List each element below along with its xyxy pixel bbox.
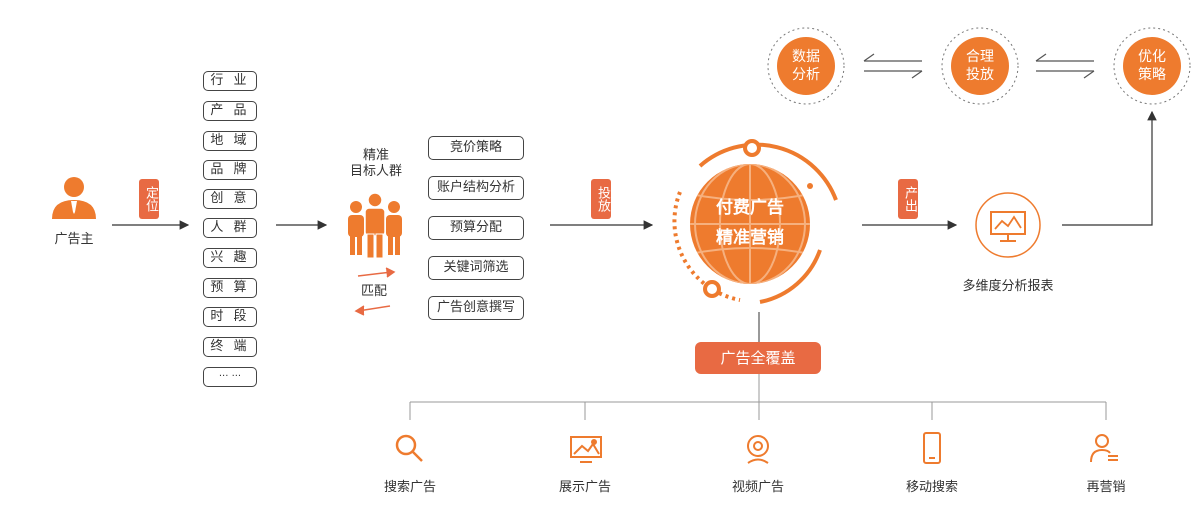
tag-region: 地 域 <box>203 131 257 151</box>
cycle-ring-3 <box>1113 27 1191 105</box>
cycle-node-2-line1: 合理 <box>966 49 994 65</box>
globe-title-line2: 精准营销 <box>716 228 784 248</box>
tag-interest: 兴 趣 <box>203 248 257 268</box>
image-display-icon <box>570 436 602 463</box>
cycle-node-1-line2: 分析 <box>792 67 820 83</box>
cycle-ring-2 <box>941 27 1019 105</box>
match-label: 匹配 <box>360 284 387 299</box>
cycle-node-data-analysis: 数据分析 <box>777 37 835 95</box>
tag-audience: 人 群 <box>203 218 257 238</box>
user-retarget-icon <box>1090 434 1118 463</box>
coverage-badge: 广告全覆盖 <box>695 342 821 374</box>
channel-mobile-search: 移动搜索 <box>905 480 958 495</box>
advertiser-icon <box>52 177 96 219</box>
tag-timeslot: 时 段 <box>203 307 257 327</box>
people-group-icon <box>348 192 402 259</box>
cycle-node-optimize-strategy: 优化策略 <box>1123 37 1181 95</box>
globe-ring <box>672 139 838 304</box>
target-group-label-line1: 精准 <box>362 148 389 163</box>
tag-brand: 品 牌 <box>203 160 257 180</box>
globe-icon <box>690 164 810 284</box>
tag-product: 产 品 <box>203 101 257 121</box>
advertiser-label: 广告主 <box>54 232 94 247</box>
report-label: 多维度分析报表 <box>962 279 1054 294</box>
coverage-tree <box>409 374 1107 420</box>
strategy-budget-allocation: 预算分配 <box>428 216 524 240</box>
strategy-account-structure: 账户结构分析 <box>428 176 524 200</box>
channel-display-ads: 展示广告 <box>558 480 611 495</box>
search-icon <box>395 434 423 462</box>
cycle-node-3-line2: 策略 <box>1138 67 1166 83</box>
strategy-bidding: 竞价策略 <box>428 136 524 160</box>
cycle-node-2-line2: 投放 <box>966 67 994 83</box>
bidirectional-arrow-1 <box>863 53 923 79</box>
match-arrows-icon <box>354 267 396 316</box>
launch-badge: 投放 <box>591 179 611 219</box>
bidirectional-arrow-2 <box>1035 53 1095 79</box>
globe-title-line1: 付费广告 <box>716 198 784 218</box>
webcam-icon <box>747 435 769 464</box>
cycle-node-reasonable-launch: 合理投放 <box>951 37 1009 95</box>
cycle-node-3-line1: 优化 <box>1138 49 1166 65</box>
strategy-keyword-filtering: 关键词筛选 <box>428 256 524 280</box>
positioning-badge: 定位 <box>139 179 159 219</box>
tag-budget: 预 算 <box>203 278 257 298</box>
cycle-ring-1 <box>767 27 845 105</box>
strategy-ad-copywriting: 广告创意撰写 <box>428 296 524 320</box>
tag-creative: 创 意 <box>203 189 257 209</box>
channel-search-ads: 搜索广告 <box>383 480 436 495</box>
target-group-label-line2: 目标人群 <box>349 164 402 179</box>
tag-device: 终 端 <box>203 337 257 357</box>
tag-industry: 行 业 <box>203 71 257 91</box>
output-badge: 产出 <box>898 179 918 219</box>
channel-remarketing: 再营销 <box>1086 480 1126 495</box>
mobile-phone-icon <box>923 432 941 464</box>
cycle-node-1-line1: 数据 <box>792 49 820 65</box>
arrow-report-to-optimize <box>1062 110 1157 226</box>
channel-video-ads: 视频广告 <box>731 480 784 495</box>
tag-more: ··· ··· <box>203 367 257 387</box>
report-chart-icon <box>975 192 1041 258</box>
